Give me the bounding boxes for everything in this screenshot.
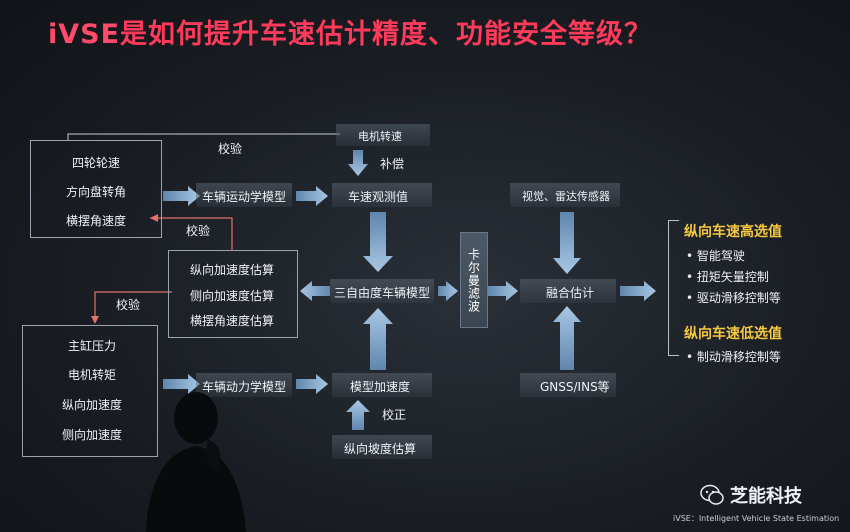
motor-speed-label: 电机转速 [358, 130, 402, 143]
arrow-motor-to-observer [348, 150, 368, 176]
arrow-to-dynamic [163, 374, 200, 394]
arrow-to-kinematic [163, 186, 200, 206]
input-master-cylinder: 主缸压力 [68, 339, 117, 353]
input-long-accel: 纵向加速度 [62, 398, 123, 412]
high-item-3: • 驱动滑移控制等 [686, 291, 781, 305]
dynamic-label: 车辆动力学模型 [202, 380, 287, 394]
kalman-filter-block: 卡尔曼滤波 [460, 232, 488, 328]
wheel-input-box [30, 140, 162, 238]
low-item-1: • 制动滑移控制等 [686, 350, 781, 364]
high-item-1: • 智能驾驶 [686, 249, 745, 263]
arrow-observer-to-3dof [363, 212, 393, 272]
calib-left-line [94, 291, 172, 320]
high-select-title: 纵向车速高选值 [684, 224, 782, 240]
input-lat-accel: 侧向加速度 [62, 428, 123, 442]
correction-label: 校正 [382, 408, 407, 422]
arrow-to-estimates [300, 281, 330, 301]
fusion-label: 融合估计 [546, 286, 595, 300]
watermark-text: 芝能科技 [730, 486, 802, 507]
dynamic-bg [196, 373, 292, 397]
arrow-to-output [620, 281, 656, 301]
estimates-box [168, 250, 298, 338]
arrow-to-kalman [438, 281, 458, 301]
est-long-accel: 纵向加速度估算 [190, 263, 275, 277]
est-lat-accel: 侧向加速度估算 [190, 289, 275, 303]
three-dof-bg [330, 279, 434, 303]
calib-left-label: 校验 [116, 298, 141, 312]
title-brand: iVSE [48, 19, 121, 50]
output-bracket [668, 220, 679, 356]
kinematic-label: 车辆运动学模型 [202, 190, 287, 204]
vision-label: 视觉、雷达传感器 [522, 190, 610, 203]
model-accel-bg [332, 373, 432, 397]
observer-bg [332, 183, 432, 207]
kinematic-bg [196, 183, 292, 207]
compensation-label: 补偿 [380, 157, 405, 171]
calib-mid-label: 校验 [186, 224, 211, 238]
gnss-bg [520, 373, 616, 397]
low-select-title: 纵向车速低选值 [684, 326, 782, 342]
arrow-accel-to-3dof [363, 308, 393, 370]
model-accel-label: 模型加速度 [350, 380, 411, 394]
audience-silhouette [146, 392, 246, 532]
kalman-label: 卡尔曼滤波 [466, 247, 481, 313]
gnss-label: GNSS/INS等 [540, 380, 610, 394]
vision-bg [510, 183, 620, 207]
slope-bg [332, 435, 432, 459]
calib-top-label: 校验 [218, 142, 243, 156]
est-yaw-rate: 横摆角速度估算 [190, 314, 275, 328]
arrow-vision-to-fusion [553, 212, 581, 274]
dynamics-input-box [22, 325, 158, 457]
three-dof-label: 三自由度车辆模型 [334, 286, 431, 300]
arrow-slope-to-accel [346, 400, 370, 430]
wechat-icon [700, 484, 724, 505]
input-motor-torque: 电机转矩 [68, 368, 117, 382]
title-text: 是如何提升车速估计精度、功能安全等级？ [120, 19, 653, 50]
fusion-bg [520, 279, 616, 303]
motor-bg [336, 124, 430, 146]
input-steering-angle: 方向盘转角 [66, 185, 127, 199]
arrow-to-fusion [488, 281, 518, 301]
high-item-2: • 扭矩矢量控制 [686, 270, 769, 284]
wechat-watermark: 芝能科技 [700, 482, 802, 508]
input-yaw-rate: 横摆角速度 [66, 214, 127, 228]
arrow-to-observer [296, 186, 328, 206]
page-title: iVSE是如何提升车速估计精度、功能安全等级？ [48, 12, 652, 51]
calib-mid-line [150, 217, 233, 250]
slope-label: 纵向坡度估算 [344, 442, 417, 456]
calib-top-line [67, 133, 340, 140]
arrow-gnss-to-fusion [553, 306, 581, 370]
arrow-to-model-accel [296, 374, 328, 394]
input-wheel-speed: 四轮轮速 [72, 156, 121, 170]
footnote: iVSE：Intelligent Vehicle State Estimatio… [673, 514, 840, 523]
observer-label: 车速观测值 [348, 190, 409, 204]
